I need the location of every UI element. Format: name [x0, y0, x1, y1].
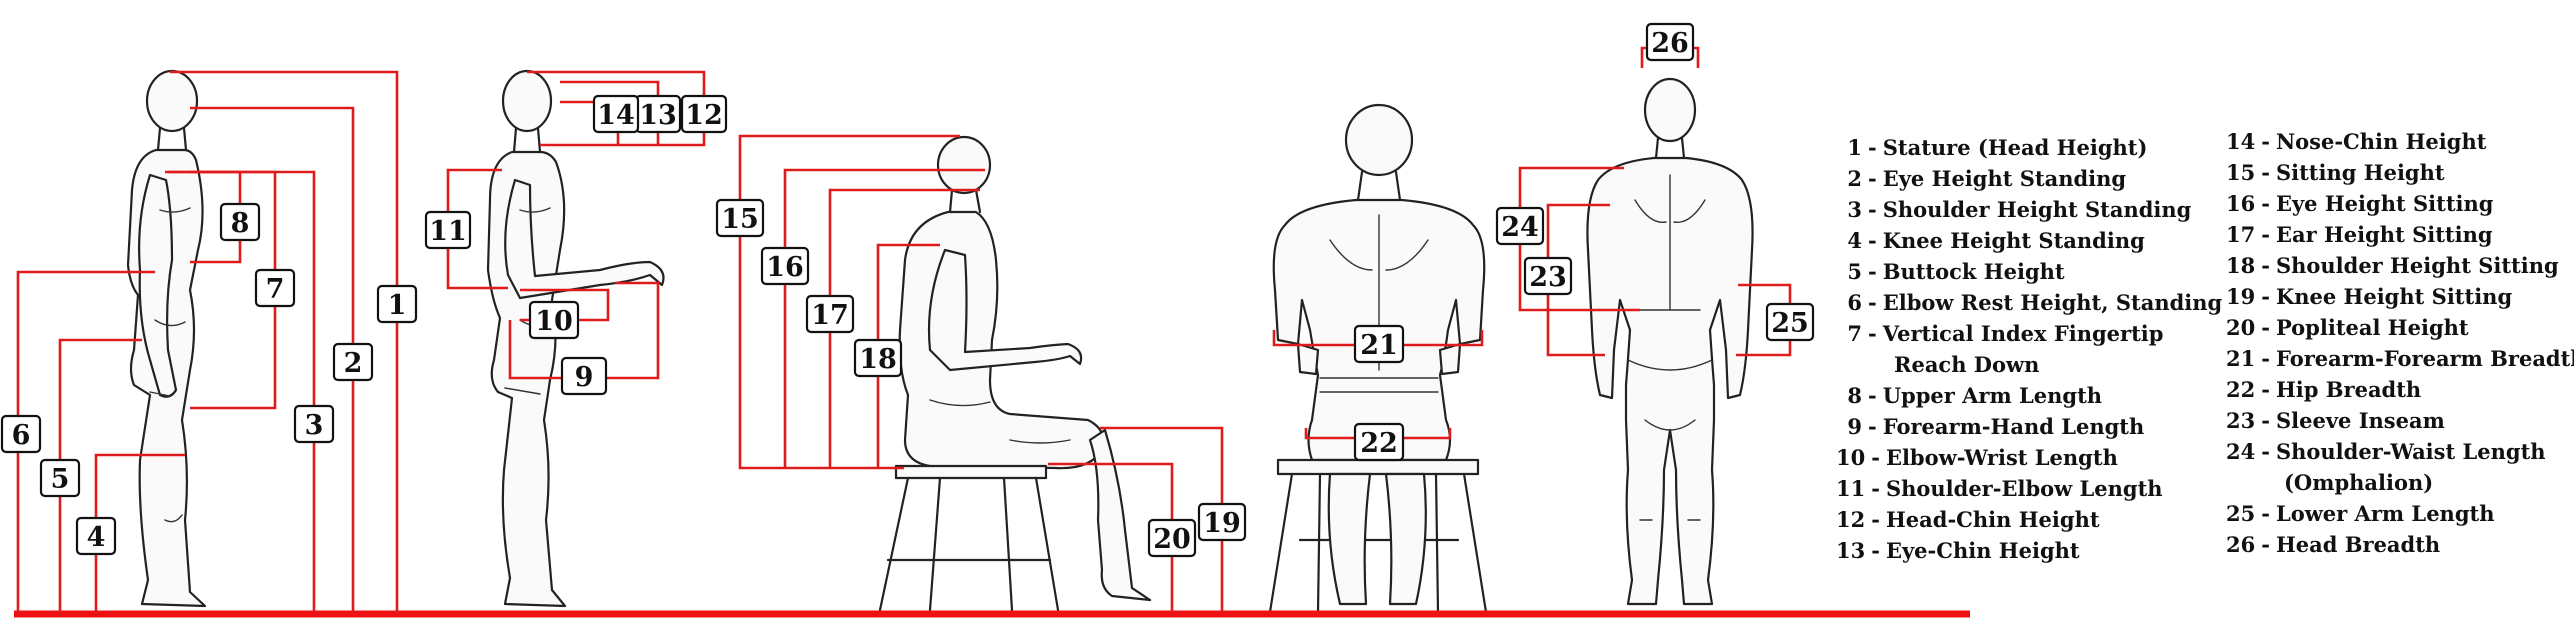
legend-item: 13-Eye-Chin Height	[1836, 538, 2080, 563]
legend-item: 14-Nose-Chin Height	[2226, 129, 2487, 154]
badge-22: 22	[1353, 422, 1405, 462]
badge-21: 21	[1353, 324, 1405, 364]
badge-12: 12	[680, 94, 728, 134]
badge-13: 13	[634, 94, 682, 134]
svg-text:11: 11	[429, 216, 467, 247]
badge-15: 15	[715, 198, 765, 238]
svg-text:5: 5	[51, 464, 70, 495]
legend-item: 21-Forearm-Forearm Breadth	[2226, 346, 2574, 371]
measurement-badges: 1 2 3 4 5 6 7 8 9 10 11 12 13 14 15 16 1…	[0, 22, 1815, 558]
figure-seated-side	[878, 135, 1152, 612]
badge-6: 6	[0, 414, 42, 454]
svg-text:16: 16	[766, 252, 804, 283]
badge-17: 17	[805, 294, 855, 334]
svg-text:3: 3	[305, 410, 324, 441]
legend-item: 16-Eye Height Sitting	[2226, 191, 2494, 216]
badge-5: 5	[39, 458, 81, 498]
badge-3: 3	[293, 404, 335, 444]
svg-text:8: 8	[231, 208, 250, 239]
legend-item: 12-Head-Chin Height	[1836, 507, 2100, 532]
svg-text:12: 12	[685, 100, 723, 131]
svg-text:15: 15	[721, 204, 759, 235]
legend-item: 19-Knee Height Sitting	[2226, 284, 2513, 309]
badge-16: 16	[760, 246, 810, 286]
badge-1: 1	[376, 284, 418, 324]
svg-text:22: 22	[1360, 428, 1398, 459]
legend-item: 10-Elbow-Wrist Length	[1836, 445, 2118, 470]
badge-11: 11	[424, 210, 472, 250]
badge-4: 4	[75, 516, 117, 556]
svg-text:4: 4	[87, 522, 106, 553]
legend-item: 8-Upper Arm Length	[1847, 383, 2103, 408]
legend-item: 17-Ear Height Sitting	[2226, 222, 2493, 247]
badge-25: 25	[1765, 302, 1815, 342]
figure-standing-side	[126, 69, 207, 608]
measurement-legend: 1-Stature (Head Height) 2-Eye Height Sta…	[1836, 129, 2574, 592]
svg-text:21: 21	[1360, 330, 1398, 361]
legend-item: 1-Stature (Head Height)	[1847, 135, 2148, 160]
svg-text:1: 1	[388, 290, 407, 321]
svg-text:23: 23	[1529, 262, 1567, 293]
svg-text:14: 14	[597, 100, 635, 131]
svg-text:20: 20	[1153, 524, 1191, 555]
svg-text:6: 6	[12, 420, 31, 451]
legend-item: 25-Lower Arm Length	[2226, 501, 2495, 526]
badge-23: 23	[1523, 256, 1573, 296]
legend-item: 23-Sleeve Inseam	[2226, 408, 2445, 433]
legend-column-2: 14-Nose-Chin Height 15-Sitting Height 16…	[2226, 126, 2574, 560]
badge-24: 24	[1495, 206, 1545, 246]
figure-standing-front	[1586, 77, 1754, 606]
legend-item: 18-Shoulder Height Sitting	[2226, 253, 2559, 278]
svg-text:10: 10	[535, 306, 573, 337]
svg-text:18: 18	[859, 344, 897, 375]
svg-text:2: 2	[344, 348, 363, 379]
legend-column-1: 1-Stature (Head Height) 2-Eye Height Sta…	[1836, 132, 2226, 566]
badge-18: 18	[853, 338, 903, 378]
legend-item: 15-Sitting Height	[2226, 160, 2445, 185]
svg-text:19: 19	[1203, 508, 1241, 539]
svg-text:7: 7	[266, 274, 285, 305]
svg-text:9: 9	[575, 362, 594, 393]
legend-item: 9-Forearm-Hand Length	[1847, 414, 2145, 439]
legend-item: 22-Hip Breadth	[2226, 377, 2422, 402]
svg-text:24: 24	[1501, 212, 1539, 243]
badge-26: 26	[1645, 22, 1695, 62]
badge-10: 10	[528, 300, 580, 340]
legend-item: 6-Elbow Rest Height, Standing	[1847, 290, 2223, 315]
legend-item: 4-Knee Height Standing	[1847, 228, 2145, 253]
badge-9: 9	[560, 356, 608, 396]
badge-8: 8	[219, 202, 261, 242]
badge-7: 7	[254, 268, 296, 308]
badge-19: 19	[1197, 502, 1247, 542]
badge-20: 20	[1147, 518, 1197, 558]
legend-item: 5-Buttock Height	[1847, 259, 2065, 284]
svg-text:25: 25	[1771, 308, 1809, 339]
badge-2: 2	[332, 342, 374, 382]
svg-text:26: 26	[1651, 28, 1689, 59]
badge-14: 14	[592, 94, 640, 134]
legend-item: 24-Shoulder-Waist Length(Omphalion)	[2226, 439, 2546, 495]
legend-item: 26-Head Breadth	[2226, 532, 2441, 557]
legend-item: 20-Popliteal Height	[2226, 315, 2469, 340]
legend-item: 2-Eye Height Standing	[1847, 166, 2127, 191]
svg-text:17: 17	[811, 300, 849, 331]
svg-text:13: 13	[639, 100, 677, 131]
legend-item: 3-Shoulder Height Standing	[1847, 197, 2192, 222]
legend-item: 11-Shoulder-Elbow Length	[1836, 476, 2163, 501]
